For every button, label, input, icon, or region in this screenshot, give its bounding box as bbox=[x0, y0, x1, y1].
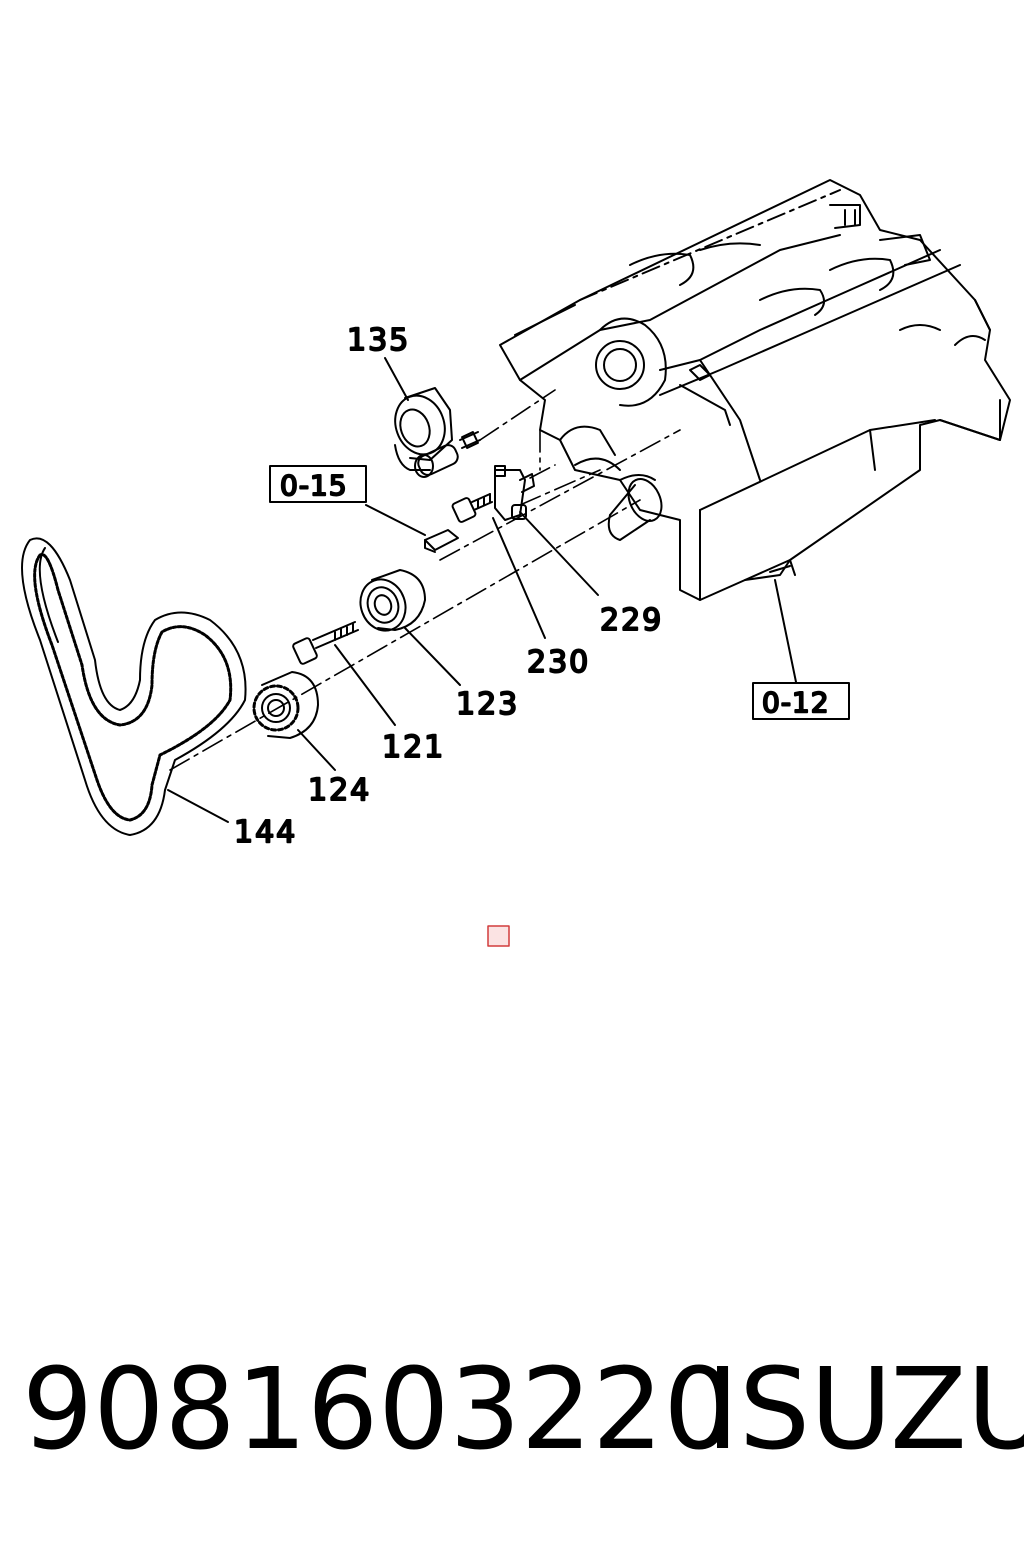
callout-labels: 135 229 230 123 121 124 144 bbox=[233, 322, 663, 851]
part-124-sprocket[interactable] bbox=[252, 671, 319, 739]
brand-name: ISUZU bbox=[706, 1345, 1024, 1475]
part-123-idler-pulley[interactable] bbox=[353, 569, 426, 637]
reference-boxes: 0-15 0-12 bbox=[269, 465, 850, 720]
marker-square bbox=[487, 925, 510, 947]
ref-0-15: 0-15 bbox=[280, 469, 348, 502]
leader-lines bbox=[167, 357, 797, 823]
callout-123: 123 bbox=[456, 687, 519, 722]
ref-box-0-12 bbox=[752, 682, 850, 720]
callout-230: 230 bbox=[527, 645, 590, 680]
ref-box-0-15 bbox=[269, 465, 367, 503]
part-135-tensioner[interactable] bbox=[387, 387, 481, 478]
callout-124: 124 bbox=[308, 773, 371, 808]
callout-229: 229 bbox=[600, 603, 663, 638]
part-230-bolt[interactable] bbox=[451, 493, 493, 523]
assembly-centerlines bbox=[169, 389, 681, 771]
callout-144: 144 bbox=[234, 815, 297, 850]
callout-135: 135 bbox=[347, 323, 410, 358]
part-121-bolt[interactable] bbox=[292, 621, 359, 665]
part-number: 9081603220 bbox=[22, 1345, 735, 1475]
callout-121: 121 bbox=[382, 730, 445, 765]
part-144-timing-belt[interactable] bbox=[21, 537, 247, 836]
engine-block bbox=[499, 179, 1011, 601]
part-key bbox=[424, 529, 459, 553]
ref-0-12: 0-12 bbox=[762, 686, 830, 719]
part-229-bracket[interactable] bbox=[494, 465, 535, 521]
